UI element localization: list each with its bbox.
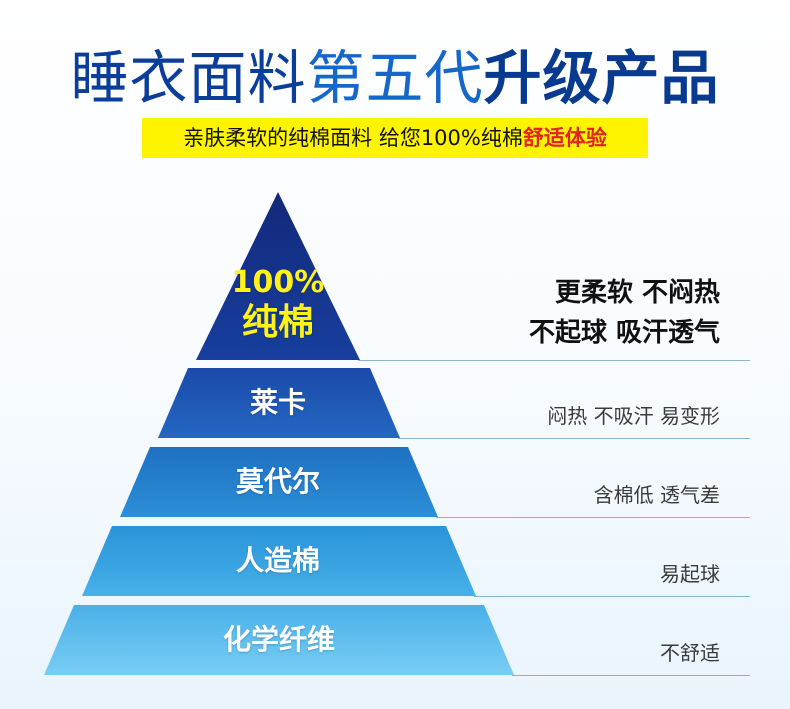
tier-1-shape (196, 192, 360, 360)
tier-5-shape (44, 605, 514, 675)
tier-3-description: 含棉低 透气差 (593, 483, 720, 507)
tier-1-label-line2: 纯棉 (241, 302, 314, 343)
tier-5-description: 不舒适 (660, 641, 720, 665)
tier-1-label: 100% 纯棉 (218, 265, 338, 345)
tier-4-description: 易起球 (660, 562, 720, 586)
tier-3-shape (120, 447, 438, 517)
tier-1-divider (358, 360, 750, 361)
tier-5-label: 化学纤维 (222, 623, 335, 656)
tier-2-shape (158, 368, 400, 438)
tier-3-label: 莫代尔 (235, 465, 320, 498)
tier-4-shape (82, 526, 476, 596)
tier-2-label: 莱卡 (249, 386, 306, 419)
tier-1-description: 更柔软 不闷热 不起球 吸汗透气 (529, 273, 720, 353)
title-part1: 睡衣面料 (70, 44, 307, 112)
subtitle-main-text: 亲肤柔软的纯棉面料 给您100%纯棉 (183, 126, 523, 150)
tier-3-divider (436, 517, 750, 518)
title-part2: 第五代 (306, 44, 484, 112)
tier-1-description-line2: 不起球 吸汗透气 (528, 318, 720, 348)
tier-2-description: 闷热 不吸汗 易变形 (547, 404, 720, 428)
tier-5-divider (512, 675, 750, 676)
tier-4-divider (474, 596, 750, 597)
tier-2-divider (398, 438, 750, 439)
tier-1-label-line1: 100% (231, 265, 325, 300)
title-part3: 升级产品 (483, 44, 720, 112)
tier-4-label: 人造棉 (235, 544, 320, 577)
page-title: 睡衣面料第五代升级产品 (0, 38, 790, 118)
subtitle-bar: 亲肤柔软的纯棉面料 给您100%纯棉舒适体验 (142, 118, 648, 158)
tier-1-description-line1: 更柔软 不闷热 (554, 278, 720, 308)
subtitle-highlight-text: 舒适体验 (522, 126, 607, 150)
